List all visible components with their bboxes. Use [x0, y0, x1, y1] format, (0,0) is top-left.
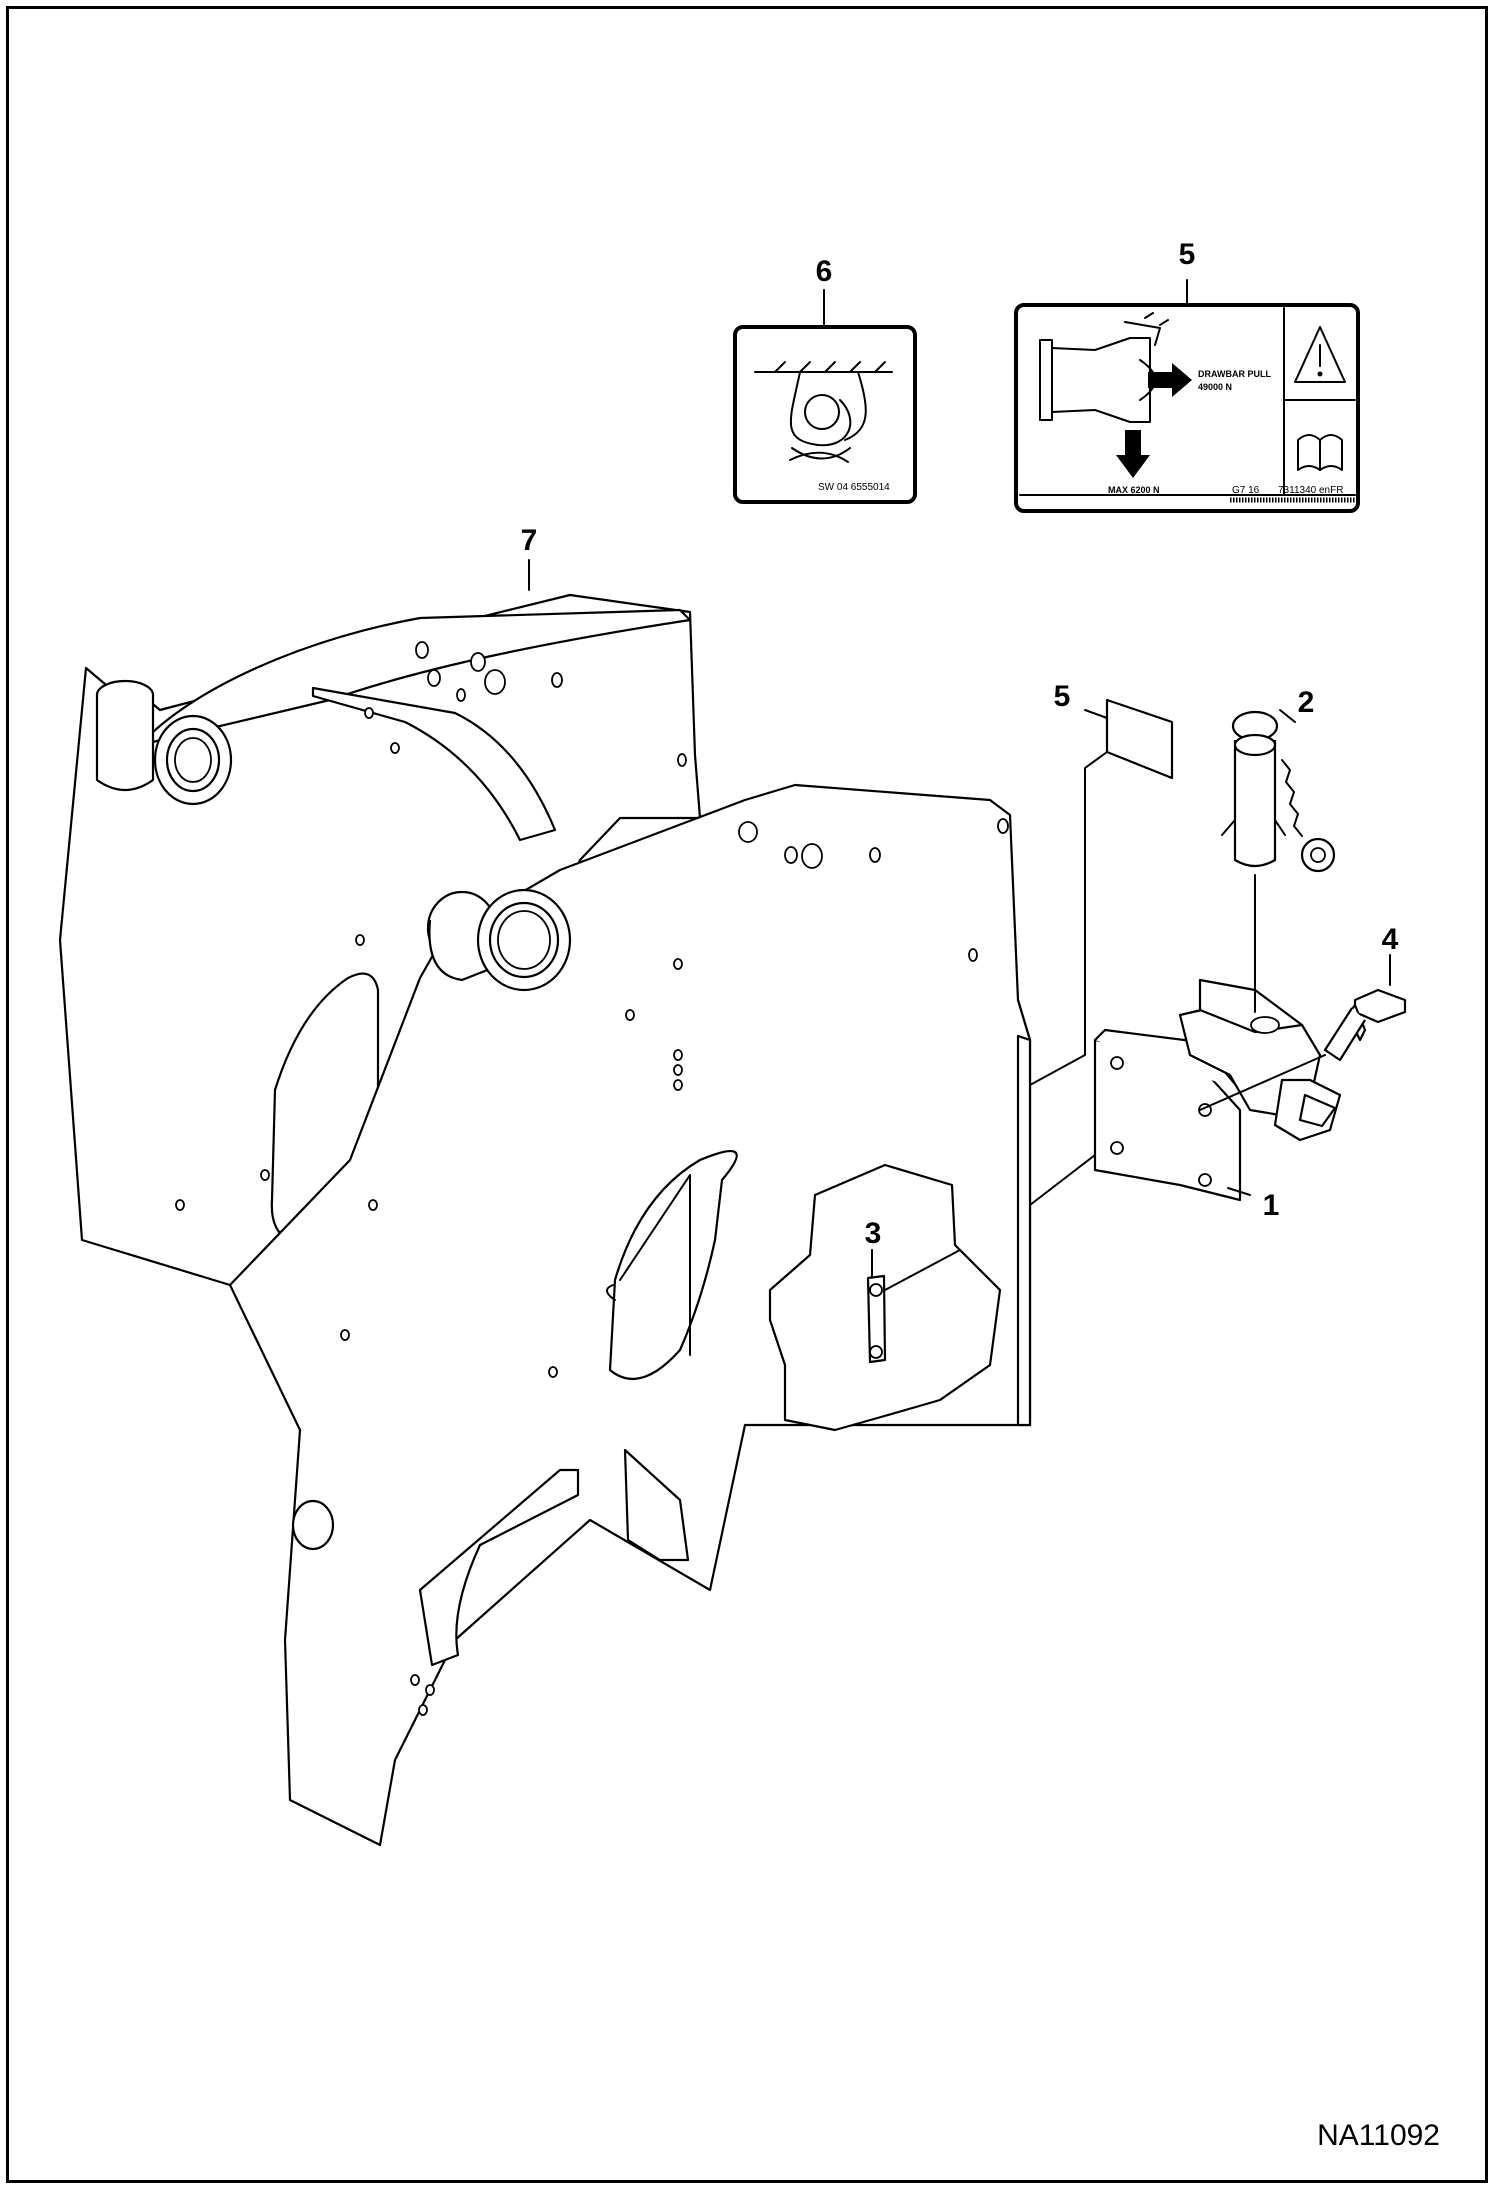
decal-5-pull-text: DRAWBAR PULL — [1198, 369, 1271, 379]
cutaway-detail-item-3 — [768, 1163, 1002, 1432]
callout-6: 6 — [816, 255, 833, 288]
hitch-pin-item-2 — [1221, 710, 1336, 1013]
frame-weldment-front-plate — [228, 783, 1032, 1847]
callout-7: 7 — [521, 524, 538, 557]
decal-5-drawbar-pull: DRAWBAR PULL 49000 N MAX 6200 N G7 16 73… — [1014, 303, 1360, 513]
decal-5-rev-code: G7 16 — [1232, 485, 1260, 496]
callout-1: 1 — [1263, 1189, 1280, 1222]
decal-5-part-code: 7311340 enFR — [1278, 485, 1343, 496]
bolt-item-4 — [1199, 988, 1407, 1111]
diagram-border — [6, 6, 1488, 2183]
decal-6-hitch-point: SW 04 6555014 — [733, 325, 917, 504]
decal-5-placeholder — [1105, 698, 1174, 780]
leader-lines — [528, 279, 1391, 1277]
decal-5-pull-value: 49000 N — [1198, 382, 1232, 392]
drawbar-hitch-item-1 — [1093, 978, 1342, 1202]
figure-id: NA11092 — [1317, 2119, 1440, 2152]
callout-3: 3 — [865, 1217, 882, 1250]
callout-4: 4 — [1382, 923, 1399, 956]
decal-6-code: SW 04 6555014 — [818, 482, 890, 493]
callout-5-decal: 5 — [1179, 238, 1196, 271]
decal-5-max-text: MAX 6200 N — [1108, 485, 1160, 495]
callout-5-location: 5 — [1054, 680, 1071, 713]
callout-2: 2 — [1298, 686, 1315, 719]
operator-manual-icon — [1297, 434, 1343, 471]
warning-triangle-icon — [1294, 326, 1346, 383]
